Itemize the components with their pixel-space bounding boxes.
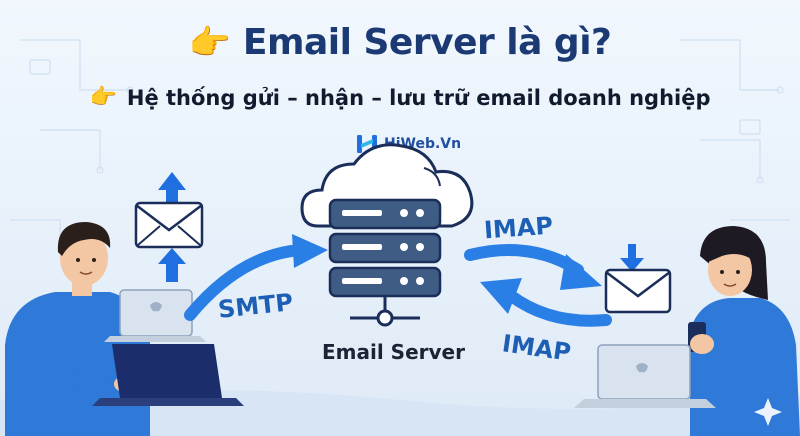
- incoming-mail-group: [604, 244, 672, 314]
- imap-label-top: IMAP: [483, 211, 554, 245]
- subtitle-row: 👉 Hệ thống gửi – nhận – lưu trữ email do…: [0, 86, 800, 110]
- page-title: Email Server là gì?: [242, 22, 612, 63]
- outgoing-mail-group: [134, 172, 204, 282]
- envelope-icon: [134, 201, 204, 249]
- download-arrow-icon: [620, 244, 644, 272]
- upload-arrow-icon: [158, 248, 186, 282]
- imap-flow-arrow-top: [464, 244, 602, 290]
- smtp-flow-arrow: [184, 234, 328, 321]
- upload-arrow-icon: [158, 172, 186, 208]
- sparkle-icon: [754, 398, 782, 426]
- imap-flow-arrow-bottom: [480, 278, 612, 327]
- receiver-laptop: [574, 344, 716, 408]
- email-server: [300, 143, 474, 327]
- pointing-hand-icon: 👉: [188, 22, 231, 63]
- subtitle: Hệ thống gửi – nhận – lưu trữ email doan…: [126, 86, 711, 110]
- pointing-hand-icon: 👉: [89, 85, 117, 110]
- title-row: 👉 Email Server là gì?: [0, 22, 800, 63]
- server-label: Email Server: [322, 340, 465, 364]
- sender-laptop: [92, 344, 244, 406]
- envelope-icon: [604, 268, 672, 314]
- receiver-person: [688, 226, 800, 436]
- server-rack-icon: [328, 198, 442, 298]
